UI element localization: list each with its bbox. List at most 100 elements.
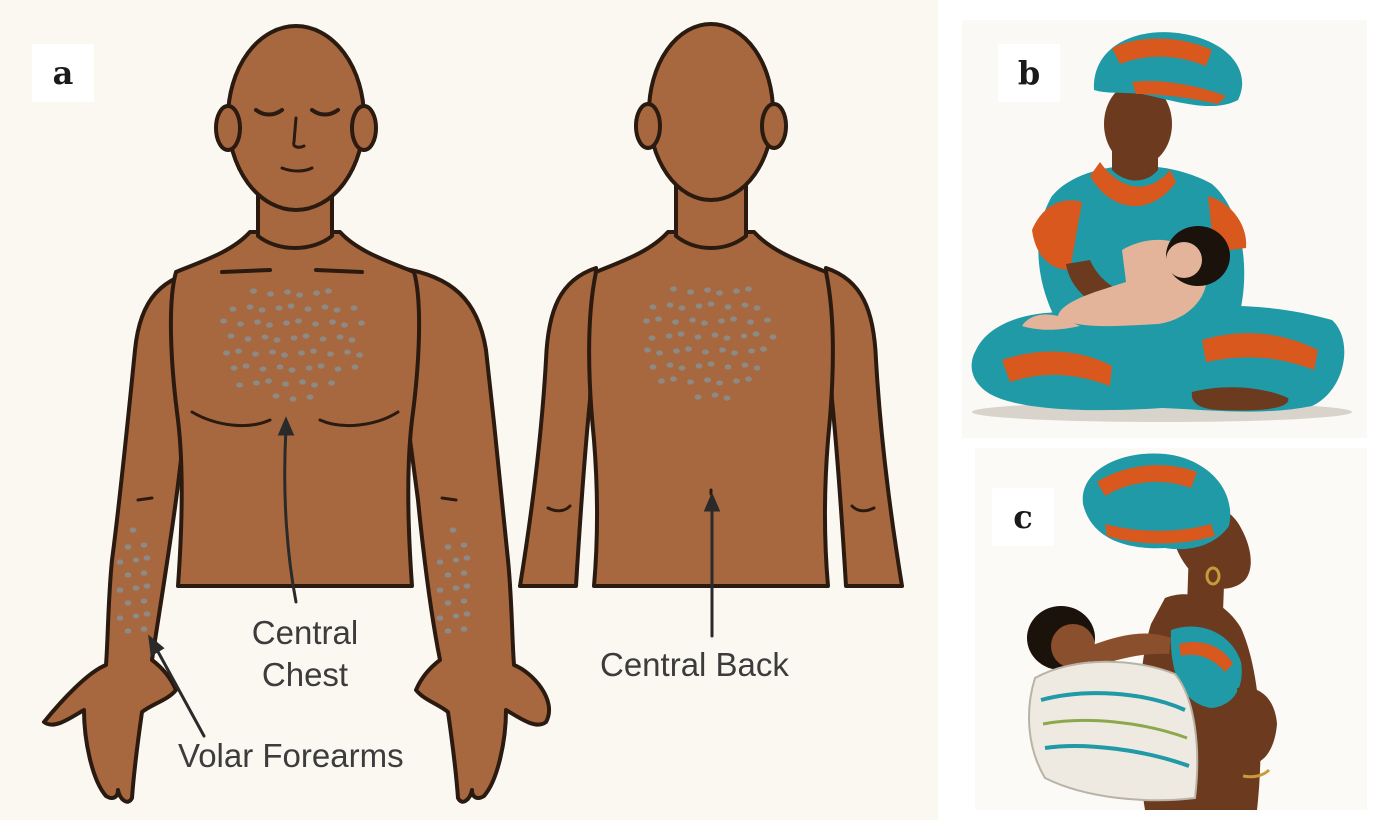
rash-dot — [329, 319, 336, 324]
rash-dot — [305, 306, 312, 311]
rash-dot — [322, 304, 329, 309]
rash-dot — [708, 361, 715, 366]
rash-dot — [276, 305, 283, 310]
rash-dot — [356, 352, 363, 357]
rash-dot — [284, 289, 291, 294]
front-collarbone-right — [316, 270, 362, 272]
rash-dot — [650, 364, 657, 369]
rash-dot — [748, 348, 755, 353]
rash-dot — [291, 335, 298, 340]
rash-dot — [437, 615, 444, 620]
rash-dot — [252, 351, 259, 356]
front-elbow-right — [442, 498, 456, 500]
rash-dot — [289, 367, 296, 372]
rash-dot — [754, 305, 761, 310]
panel-letter-b: b — [998, 44, 1060, 102]
rash-dot — [649, 335, 656, 340]
rash-dot — [650, 304, 657, 309]
rash-dot — [141, 570, 148, 575]
rash-dot — [704, 287, 711, 292]
rash-dot — [453, 613, 460, 618]
back-right-ear — [762, 104, 786, 148]
rash-dot — [461, 570, 468, 575]
rash-dot — [298, 350, 305, 355]
rash-dot — [745, 286, 752, 291]
rash-dot — [770, 334, 777, 339]
rash-dot — [282, 381, 289, 386]
back-right-arm — [826, 268, 902, 586]
rash-dot — [230, 306, 237, 311]
rash-dot — [260, 366, 267, 371]
rash-dot — [245, 336, 252, 341]
rash-dot — [461, 626, 468, 631]
rash-dot — [337, 334, 344, 339]
back-head — [649, 24, 773, 200]
rash-dot — [701, 320, 708, 325]
rash-dot — [125, 544, 132, 549]
back-left-arm — [520, 268, 596, 586]
rash-dot — [464, 583, 471, 588]
rash-dot — [667, 362, 674, 367]
rash-dot — [349, 337, 356, 342]
rash-dot — [312, 321, 319, 326]
rash-dot — [753, 331, 760, 336]
rash-dot — [303, 333, 310, 338]
rash-dot — [696, 303, 703, 308]
label-central-chest: Central Chest — [230, 612, 380, 696]
label-central-chest-line2: Chest — [230, 654, 380, 696]
rash-dot — [267, 291, 274, 296]
rash-dot — [295, 318, 302, 323]
rash-dot — [725, 304, 732, 309]
label-volar-forearms: Volar Forearms — [178, 735, 404, 777]
rash-dot — [318, 363, 325, 368]
rash-dot — [679, 305, 686, 310]
rash-dot — [724, 335, 731, 340]
rash-dot — [290, 396, 297, 401]
rash-dot — [731, 350, 738, 355]
rash-dot — [742, 362, 749, 367]
rash-dot — [250, 288, 257, 293]
front-torso — [171, 232, 419, 586]
rash-dot — [288, 303, 295, 308]
rash-dot — [254, 319, 261, 324]
rash-dot — [281, 352, 288, 357]
rash-dot — [702, 349, 709, 354]
rash-dot — [235, 348, 242, 353]
rash-dot — [445, 544, 452, 549]
rash-dot — [236, 382, 243, 387]
rash-dot — [450, 527, 457, 532]
rash-dot — [747, 319, 754, 324]
rash-dot — [643, 318, 650, 323]
rash-dot — [274, 337, 281, 342]
rash-dot — [695, 394, 702, 399]
rash-dot — [464, 555, 471, 560]
rash-dot — [237, 321, 244, 326]
rash-dot — [325, 288, 332, 293]
rash-dot — [328, 380, 335, 385]
label-central-back: Central Back — [600, 644, 789, 686]
rash-dot — [125, 600, 132, 605]
rash-dot — [228, 333, 235, 338]
rash-dot — [306, 365, 313, 370]
rash-dot — [265, 378, 272, 383]
rash-dot — [760, 346, 767, 351]
rash-dot — [266, 322, 273, 327]
front-elbow-left — [138, 498, 152, 500]
panel-letter-a: a — [32, 44, 94, 102]
rash-dot — [658, 378, 665, 383]
rash-dot — [133, 613, 140, 618]
rash-dot — [125, 628, 132, 633]
rash-dot — [351, 305, 358, 310]
panel-a-body-diagram: Central Chest Central Back Volar Forearm… — [0, 0, 938, 820]
rash-dot — [679, 365, 686, 370]
rash-dot — [144, 583, 151, 588]
rash-dot — [445, 600, 452, 605]
rash-dot — [358, 320, 365, 325]
baby-face — [1166, 242, 1202, 278]
rash-dot — [685, 346, 692, 351]
rash-dot — [133, 557, 140, 562]
rash-dot — [453, 557, 460, 562]
rash-dot — [461, 598, 468, 603]
baby-face — [1051, 624, 1095, 668]
rash-dot — [223, 350, 230, 355]
